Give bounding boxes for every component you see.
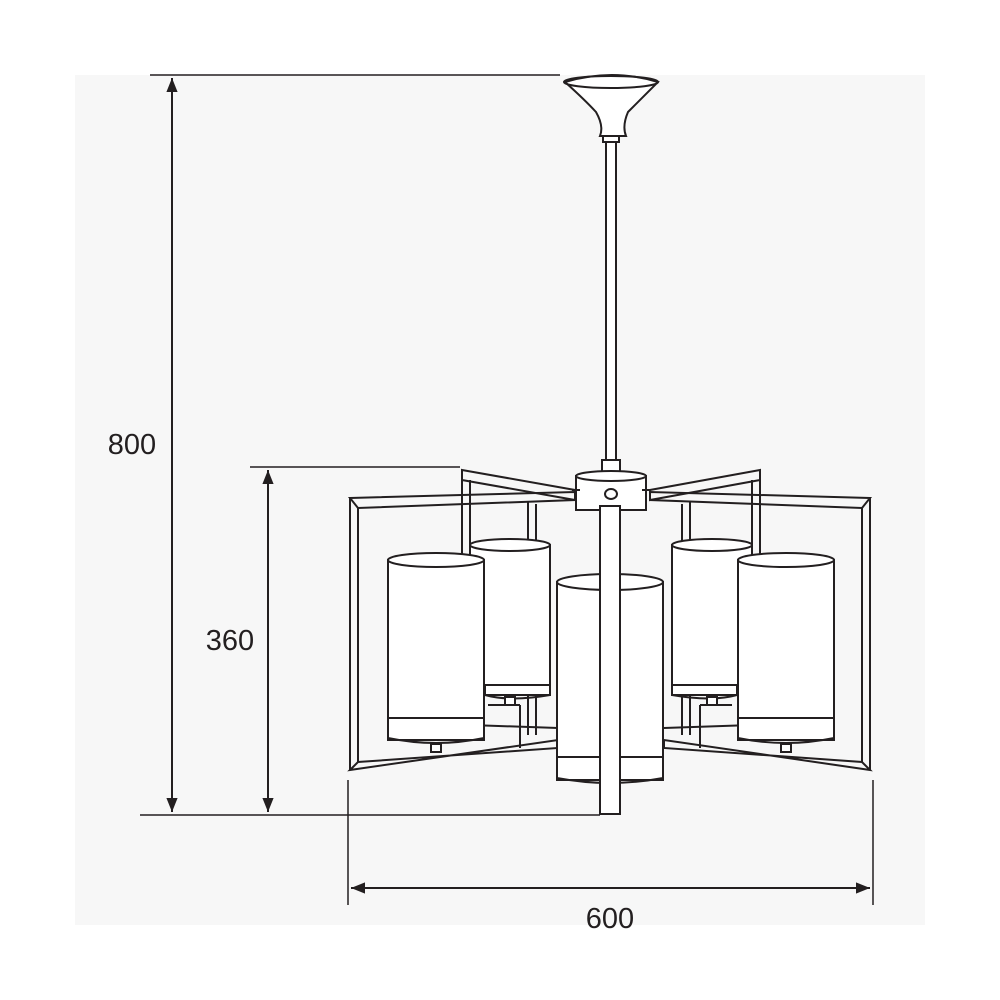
dimension-body-height: 360 [206, 467, 460, 812]
label-body-height: 360 [206, 625, 254, 657]
label-total-height: 800 [108, 429, 156, 461]
shade-front-right [738, 553, 834, 752]
canopy-icon [564, 75, 658, 136]
central-drop-rod [600, 506, 620, 814]
drawing-panel [75, 75, 925, 925]
dimension-total-height: 800 [108, 75, 600, 815]
label-width: 600 [586, 903, 634, 935]
dimension-width: 600 [348, 780, 873, 935]
shade-front-left [388, 553, 484, 752]
central-hub [572, 471, 650, 510]
